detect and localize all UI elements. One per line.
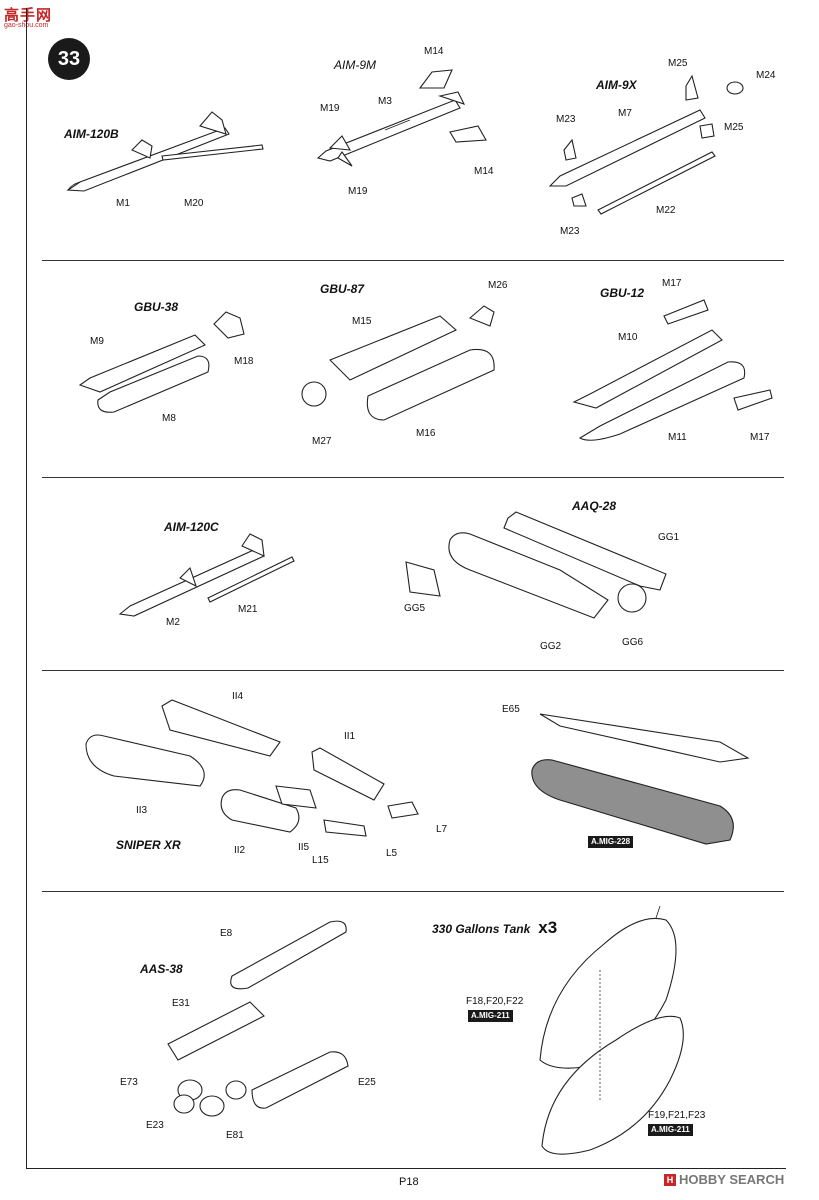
fuel-tank-name: 330 Gallons Tank [432,922,531,936]
aim120c-missile-drawing [120,534,294,616]
part-label: II3 [136,805,148,816]
section-divider-4 [42,891,784,892]
part-label: E23 [146,1120,164,1131]
part-label: M3 [378,96,392,107]
part-label: M18 [234,356,254,367]
watermark-logo: 高手网 [4,7,53,24]
part-label: GG2 [540,641,562,652]
title-aas-38: AAS-38 [140,962,183,976]
aim9m-missile-drawing [318,70,486,166]
part-label: M11 [668,432,687,443]
part-label: L7 [436,824,448,835]
part-label: M17 [662,278,682,289]
part-label: M8 [162,413,176,424]
part-label: M23 [560,226,580,237]
fuel-tank-count: x3 [538,918,558,937]
title-gbu-12: GBU-12 [600,286,645,300]
gbu38-bomb-drawing [80,312,244,412]
part-label: M27 [312,436,332,447]
part-label: L5 [386,848,398,859]
paint-code-badge: A.MIG-228 [588,836,634,848]
part-label: M15 [352,316,372,327]
section-divider-3 [42,670,784,671]
part-label: II1 [344,731,356,742]
title-fuel-tank: 330 Gallons Tank x3 [432,918,557,938]
aim120b-missile-drawing [68,112,263,191]
part-label: II2 [234,845,246,856]
page-number: P18 [399,1176,419,1188]
hobby-search-text: HOBBY SEARCH [679,1172,785,1187]
part-label: M25 [724,122,744,133]
title-aim-9x: AIM-9X [596,78,637,92]
gbu12-bomb-drawing [574,300,772,440]
part-label: M26 [488,280,508,291]
part-label: II5 [298,842,310,853]
section-divider-2 [42,477,784,478]
part-label: M16 [416,428,436,439]
paint-code-badge: A.MIG-211 [468,1010,513,1022]
part-label: F19,F21,F23 [648,1110,706,1121]
part-label: M19 [348,186,368,197]
aas38-pod-drawing [168,921,348,1116]
part-label: L15 [312,855,329,866]
title-aim-120c: AIM-120C [164,520,219,534]
part-label: II4 [232,691,244,702]
hobby-search-logo-icon: H [664,1174,676,1186]
part-label: E25 [358,1077,376,1088]
title-aim-9m: AIM-9M [334,58,376,72]
part-label: M23 [556,114,576,125]
part-label: GG6 [622,637,644,648]
part-label: E73 [120,1077,138,1088]
part-label: M9 [90,336,104,347]
aim9x-missile-drawing [550,76,743,214]
part-label: GG5 [404,603,426,614]
part-label: M22 [656,205,676,216]
frame-bottom-border [26,1168,786,1169]
part-label: E65 [502,704,520,715]
part-label: GG1 [658,532,680,543]
part-label: M19 [320,103,340,114]
part-label: M25 [668,58,688,69]
aaq28-pod-drawing [406,512,666,618]
sniper-xr-pod-drawing [86,700,418,836]
title-aim-120b: AIM-120B [64,127,119,141]
part-label: F18,F20,F22 [466,996,524,1007]
fuel-tank-drawing [540,906,683,1154]
part-label: E31 [172,998,190,1009]
part-label: M1 [116,198,130,209]
step-number-badge: 33 [48,38,90,80]
part-label: M14 [474,166,494,177]
part-label: M21 [238,604,258,615]
title-aaq-28: AAQ-28 [572,499,617,513]
part-label: M2 [166,617,180,628]
part-label: M20 [184,198,204,209]
part-label: M17 [750,432,770,443]
title-sniper-xr: SNIPER XR [116,838,181,852]
part-label: E8 [220,928,233,939]
title-gbu-38: GBU-38 [134,300,179,314]
title-gbu-87: GBU-87 [320,282,365,296]
part-label: M24 [756,70,776,81]
part-label: E81 [226,1130,244,1141]
part-label: M10 [618,332,638,343]
grey-pod-drawing [532,714,748,844]
frame-left-border [26,8,27,1168]
gbu87-bomb-drawing [302,306,494,420]
part-label: M14 [424,46,444,57]
paint-code-badge: A.MIG-211 [648,1124,693,1136]
part-label: M7 [618,108,632,119]
section-divider-1 [42,260,784,261]
